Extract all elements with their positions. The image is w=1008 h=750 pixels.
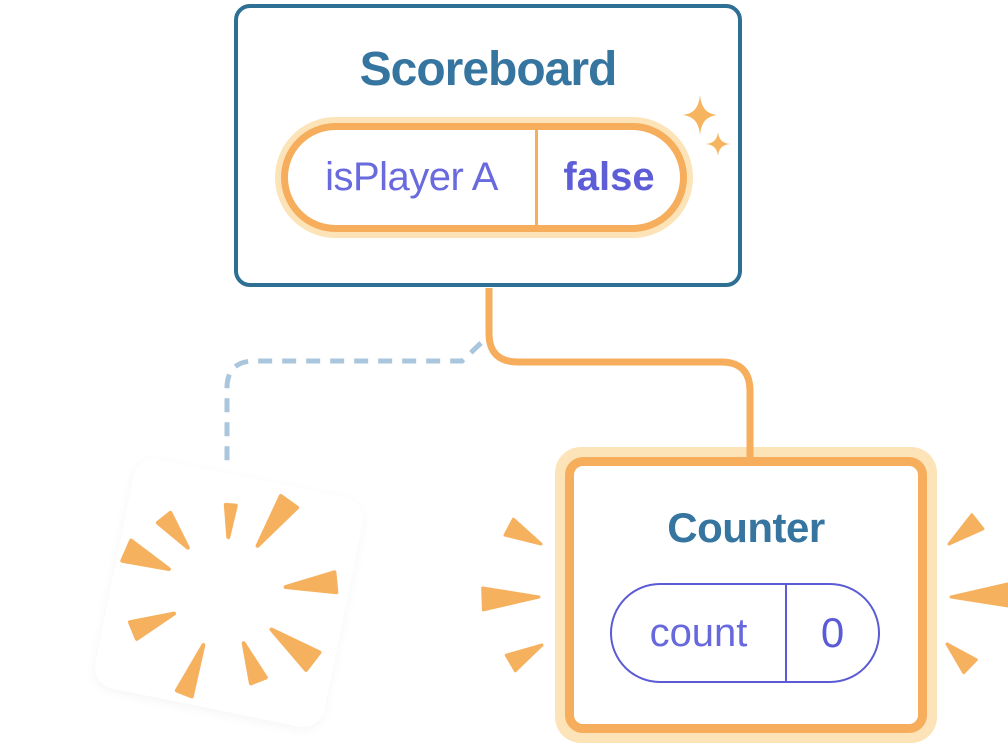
- state-value-label: false: [563, 155, 655, 199]
- counter-title: Counter: [667, 504, 825, 551]
- pill-divider: [535, 130, 538, 225]
- counter-card: Counter count 0: [555, 447, 937, 743]
- emphasis-rays-left-icon: [481, 517, 544, 673]
- burst-ray: [255, 493, 300, 548]
- burst-ray: [223, 502, 238, 540]
- scoreboard-state-pill-inner: isPlayer A false: [281, 123, 687, 232]
- destroyed-component-card: [91, 455, 367, 731]
- emphasis-rays-right-icon: [945, 513, 1008, 675]
- emphasis-ray: [945, 642, 978, 675]
- burst-ray: [269, 627, 322, 672]
- sparkle-icon: [706, 132, 730, 156]
- burst-ray: [127, 611, 177, 641]
- emphasis-ray: [503, 517, 543, 546]
- pill-divider: [785, 585, 787, 681]
- state-key-label: count: [649, 610, 748, 655]
- scoreboard-state-pill: isPlayer A false: [275, 117, 693, 238]
- emphasis-ray: [949, 582, 1008, 608]
- scoreboard-card: Scoreboard isPlayer A false: [234, 4, 742, 287]
- emphasis-ray: [947, 513, 985, 546]
- state-key-label: isPlayer A: [325, 155, 498, 199]
- burst-ray: [155, 510, 190, 550]
- burst-ray: [174, 643, 206, 699]
- counter-card-inner: Counter count 0: [565, 457, 927, 733]
- scoreboard-title: Scoreboard: [359, 43, 618, 96]
- connector-solid-line: [485, 288, 754, 461]
- state-value-label: 0: [820, 609, 845, 656]
- burst-ray: [241, 641, 268, 686]
- counter-state-pill: count 0: [610, 583, 880, 683]
- emphasis-ray: [481, 586, 541, 612]
- poof-burst-icon: [120, 493, 339, 699]
- sparkle-icon: [683, 95, 717, 135]
- connector-dashed-line: [224, 341, 483, 467]
- emphasis-ray: [504, 643, 544, 673]
- burst-ray: [283, 570, 339, 595]
- burst-ray: [120, 538, 171, 572]
